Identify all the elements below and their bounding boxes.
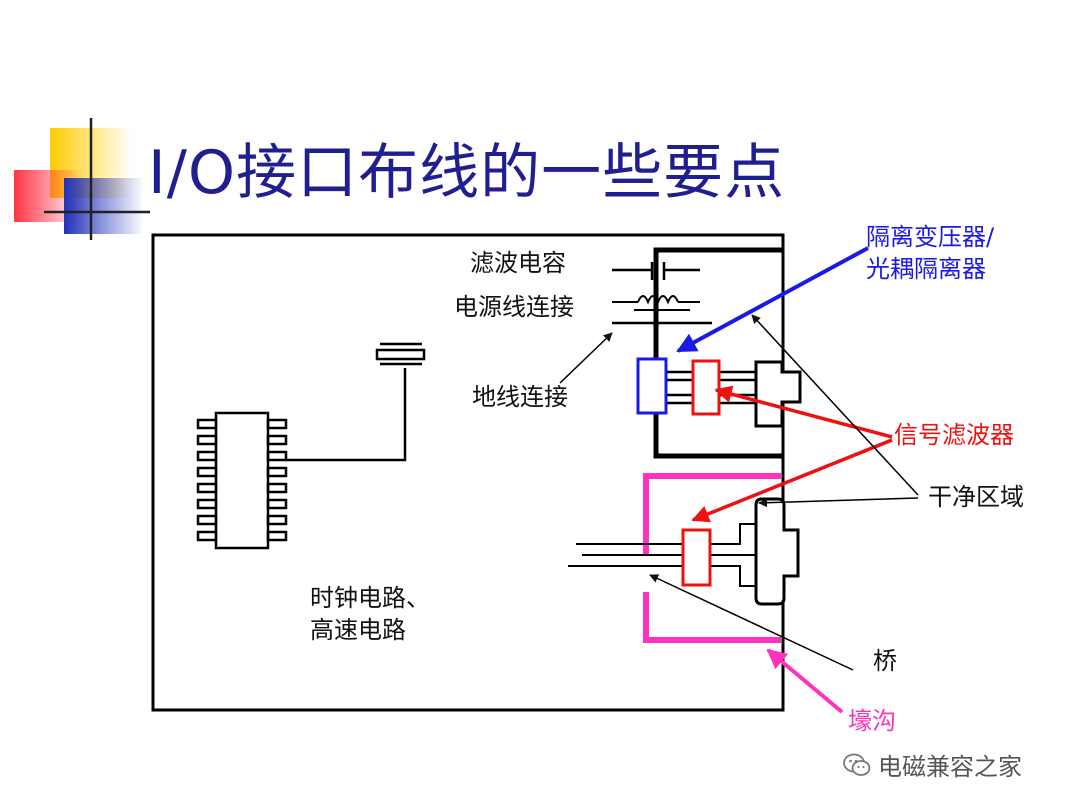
label-isolation-line1: 隔离变压器/ — [866, 223, 995, 251]
filter-capacitor-symbol — [612, 262, 700, 280]
clean-zone-leader-lower — [758, 497, 919, 508]
label-clock-line2: 高速电路 — [310, 616, 406, 644]
label-clean-zone: 干净区域 — [928, 483, 1024, 511]
moat-lower-segment — [643, 592, 781, 643]
upper-connector — [754, 360, 802, 428]
label-clock-line1: 时钟电路、 — [310, 584, 430, 612]
upper-signal-filter-box — [691, 359, 721, 416]
title-decoration — [14, 118, 150, 240]
ic-pins-left — [196, 418, 218, 542]
watermark: 电磁兼容之家 — [842, 747, 1022, 782]
wechat-icon — [843, 753, 871, 776]
signal-filter-arrow-upper — [714, 385, 893, 439]
lower-signal-lines — [568, 543, 682, 567]
label-ground-connection: 地线连接 — [472, 383, 568, 411]
label-power-connection: 电源线连接 — [454, 293, 574, 321]
bridge-leader — [649, 574, 854, 671]
upper-clean-zone-boundary — [653, 247, 783, 459]
label-filter-capacitor: 滤波电容 — [470, 249, 566, 277]
label-moat: 壕沟 — [848, 707, 896, 735]
crystal-oscillator — [375, 342, 426, 366]
pcb-board-outline — [151, 233, 785, 712]
moat-arrow — [766, 648, 844, 714]
label-isolation-line2: 光耦隔离器 — [866, 255, 986, 283]
page-title: I/O接口布线的一些要点 — [148, 138, 786, 208]
ground-leader — [559, 332, 613, 384]
signal-filter-arrow-lower — [691, 438, 893, 523]
clean-zone-leader-upper — [751, 314, 919, 496]
deco-blue-square — [64, 178, 144, 234]
label-signal-filter: 信号滤波器 — [894, 421, 1014, 449]
lower-signal-filter-box — [681, 528, 712, 587]
ic-pins-right — [266, 418, 288, 542]
lower-connector — [754, 497, 800, 606]
label-bridge: 桥 — [873, 647, 897, 675]
lower-connector-leads — [710, 523, 758, 587]
isolation-arrow — [676, 246, 869, 353]
ic-chip — [196, 411, 288, 550]
watermark-text: 电磁兼容之家 — [878, 753, 1022, 781]
isolation-transformer-box — [636, 357, 668, 415]
moat-upper-segment — [643, 473, 781, 555]
clock-trace — [286, 368, 407, 462]
